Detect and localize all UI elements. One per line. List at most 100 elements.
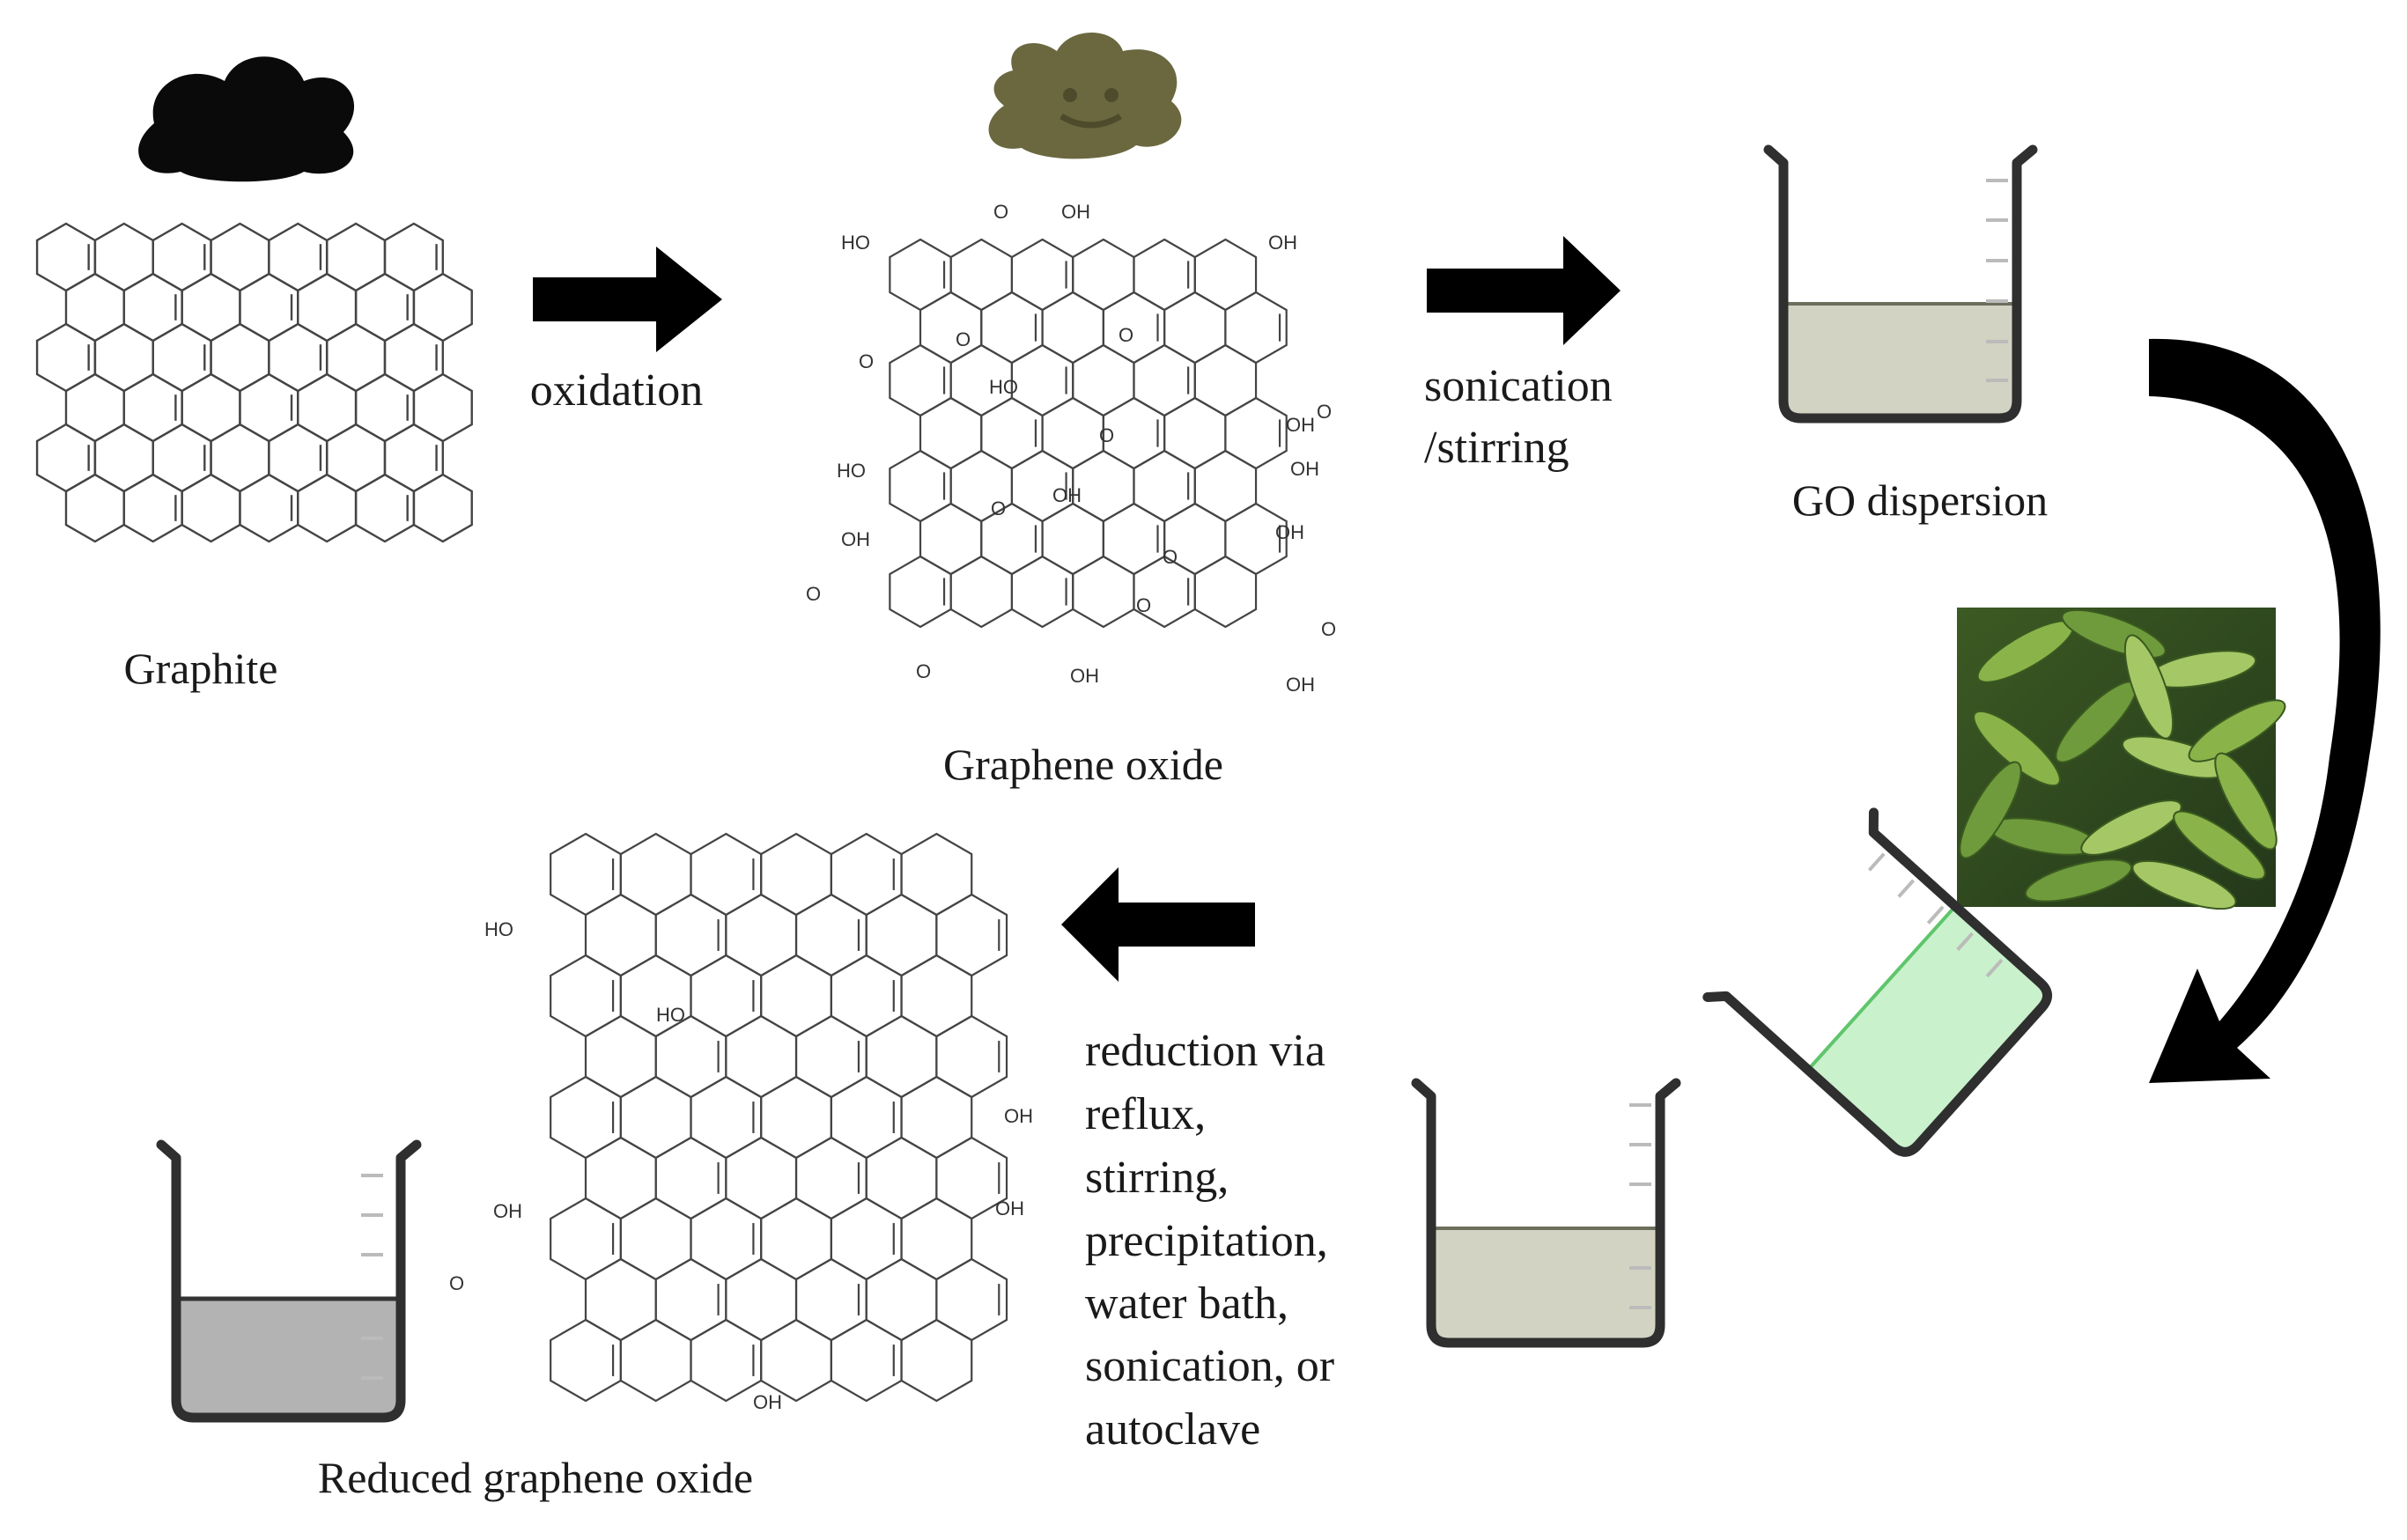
hexagon-ring	[725, 1014, 798, 1099]
hexagon-ring	[690, 1075, 763, 1160]
functional-group-label: O	[956, 328, 971, 350]
reduction-line-7: autoclave	[1085, 1404, 1260, 1455]
hexagon-ring	[181, 372, 241, 443]
reduction-line-4: precipitation,	[1085, 1216, 1328, 1266]
hexagon-ring	[760, 832, 832, 917]
hexagon-ring	[949, 238, 1014, 312]
hexagon-ring	[619, 832, 692, 917]
hexagon-ring	[1133, 238, 1196, 312]
hexagon-ring	[181, 473, 241, 543]
sonication-arrow	[1427, 236, 1621, 345]
functional-group-label: O	[1136, 594, 1151, 616]
hexagon-ring	[64, 473, 126, 543]
hexagon-ring	[830, 832, 903, 917]
reduction-line-3: stirring,	[1085, 1153, 1229, 1203]
functional-group-label: O	[1163, 546, 1178, 568]
leaf-shape	[1973, 710, 2061, 787]
hexagon-ring	[865, 1014, 938, 1099]
hexagon-ring	[1193, 238, 1258, 312]
functional-group-label: O	[993, 201, 1008, 223]
hexagon-ring	[760, 1197, 832, 1281]
hexagon-ring	[1193, 343, 1258, 417]
hexagon-ring	[1072, 449, 1135, 523]
hexagon-ring	[690, 1197, 763, 1281]
hexagon-ring	[619, 1075, 692, 1160]
hexagon-ring	[412, 372, 473, 443]
hexagon-ring	[725, 893, 798, 977]
functional-group-label: OH	[1052, 484, 1082, 506]
hexagon-ring	[1010, 343, 1074, 417]
hexagon-ring	[383, 322, 445, 393]
leaf-shape	[2123, 634, 2174, 740]
hexagon-ring	[383, 222, 445, 292]
hexagon-ring	[1224, 291, 1288, 365]
functional-group-label: O	[806, 583, 821, 605]
leaf-shape	[2173, 810, 2266, 881]
functional-group-label: O	[1317, 401, 1332, 423]
hexagon-ring	[151, 222, 212, 292]
hexagon-ring	[980, 291, 1044, 365]
rgo-beaker	[156, 1139, 422, 1423]
hexagon-ring	[935, 1014, 1008, 1099]
hexagon-ring	[64, 272, 126, 343]
hexagon-ring	[980, 396, 1044, 470]
hexagon-ring	[935, 893, 1008, 977]
leaf-shape	[2188, 699, 2286, 763]
functional-group-label: O	[1321, 618, 1336, 640]
graphene-oxide-label: Graphene oxide	[943, 740, 1223, 789]
leaf-shape	[2214, 752, 2278, 851]
hexagon-ring	[900, 832, 973, 917]
hexagon-ring	[725, 1257, 798, 1342]
functional-group-label: HO	[837, 460, 866, 482]
hexagon-ring	[1163, 291, 1227, 365]
hexagon-ring	[550, 1318, 622, 1403]
hexagon-ring	[584, 1257, 657, 1342]
hexagon-ring	[297, 372, 358, 443]
hexagon-ring	[725, 1136, 798, 1220]
hexagon-ring	[93, 222, 154, 292]
hexagon-ring	[151, 423, 212, 493]
hexagon-ring	[1102, 502, 1166, 576]
hexagon-ring	[1133, 449, 1196, 523]
functional-group-label: O	[859, 350, 874, 372]
reduction-line-2: reflux,	[1085, 1089, 1206, 1139]
functional-group-label: HO	[841, 232, 870, 254]
hexagon-ring	[151, 322, 212, 393]
hexagon-ring	[354, 473, 416, 543]
hexagon-ring	[889, 343, 952, 417]
hexagon-ring	[919, 291, 983, 365]
graphene-oxide-blob-icon	[988, 33, 1182, 159]
hexagon-ring	[64, 372, 126, 443]
hexagon-ring	[210, 222, 270, 292]
functional-group-label: OH	[1275, 521, 1304, 543]
hexagon-ring	[690, 832, 763, 917]
hexagon-ring	[297, 473, 358, 543]
hexagon-ring	[619, 1197, 692, 1281]
hexagon-ring	[325, 423, 387, 493]
mixture-beaker	[1411, 1078, 1681, 1348]
functional-group-label: HO	[656, 1004, 685, 1026]
hexagon-ring	[760, 1075, 832, 1160]
leaf-shape	[2131, 859, 2237, 910]
oxidation-label: oxidation	[530, 365, 703, 416]
hexagon-ring	[865, 1257, 938, 1342]
hexagon-ring	[619, 1318, 692, 1403]
functional-group-label: O	[1099, 424, 1114, 446]
reduction-conditions: reduction via reflux, stirring, precipit…	[1085, 1026, 1334, 1455]
go-dispersion-beaker	[1763, 144, 2038, 424]
hexagon-ring	[268, 222, 329, 292]
hexagon-ring	[949, 555, 1014, 629]
hexagon-ring	[35, 222, 97, 292]
hexagon-ring	[654, 1257, 727, 1342]
hexagon-ring	[1224, 396, 1288, 470]
hexagon-ring	[550, 954, 622, 1038]
hexagon-ring	[1163, 396, 1227, 470]
plant-leaves-photo	[1957, 608, 2286, 910]
leaf-shape	[1959, 761, 2022, 859]
functional-group-label: O	[916, 660, 931, 682]
hexagon-ring	[1072, 555, 1135, 629]
hexagon-ring	[1072, 238, 1135, 312]
reduction-line-5: water bath,	[1085, 1278, 1288, 1329]
